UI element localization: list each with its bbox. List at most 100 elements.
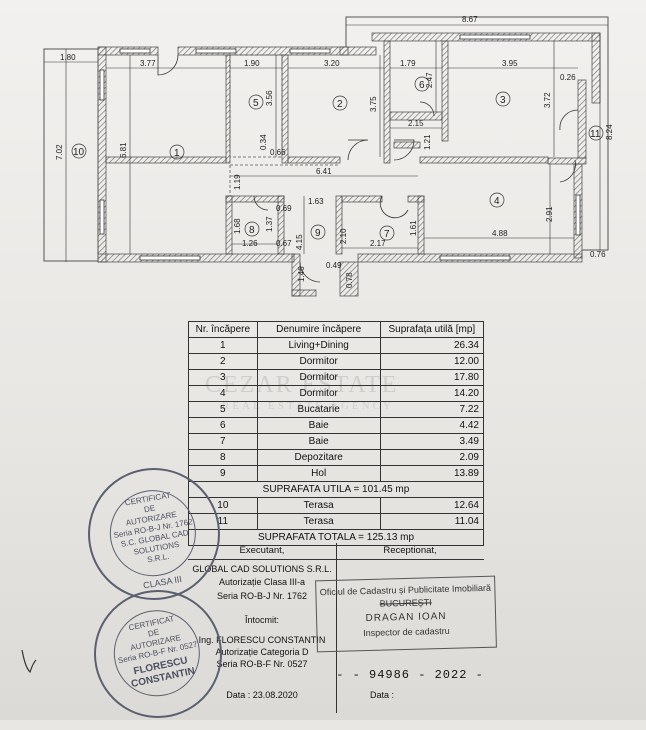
header-area: Suprafața utilă [mp] <box>379 321 485 338</box>
doors <box>157 54 579 283</box>
dim-terrace-width: 1.80 <box>60 53 76 62</box>
total-useful-area: SUPRAFATA UTILA = 101.45 mp <box>188 481 484 498</box>
dimension-labels: 8.67 1.80 3.77 1.90 3.20 1.79 3.95 0.26 … <box>55 15 614 288</box>
windows <box>99 34 581 261</box>
cell-area: 13.89 <box>379 465 485 482</box>
dim-069: 0.69 <box>276 204 292 213</box>
engineer-name: Ing. FLORESCU CONSTANTIN <box>198 635 326 645</box>
dim-168: 1.68 <box>233 218 242 234</box>
cell-name: Living+Dining <box>256 337 381 354</box>
cell-name: Baie <box>256 433 381 450</box>
room-10-label: 10 <box>73 147 85 158</box>
total-useful-row: SUPRAFATA UTILA = 101.45 mp <box>188 481 484 498</box>
dim-room2-width: 3.20 <box>324 59 340 68</box>
dim-161: 1.61 <box>409 220 418 236</box>
cell-nr: 8 <box>188 449 258 466</box>
room-4-label: 4 <box>494 196 500 207</box>
table-header-row: Nr. încăpere Denumire încăpere Suprafața… <box>188 321 485 338</box>
dim-488: 4.88 <box>492 229 508 238</box>
signature-divider <box>336 543 337 713</box>
cell-area: 17.80 <box>379 369 485 386</box>
header-nr: Nr. încăpere <box>188 321 258 338</box>
dim-room3-height: 3.72 <box>543 92 552 108</box>
cell-name: Dormitor <box>256 353 381 370</box>
dim-room5-height: 3.56 <box>265 90 274 106</box>
header-name: Denumire încăpere <box>256 321 381 338</box>
ocpi-stamp: Oficiul de Cadastru și Publicitate Imobi… <box>315 575 497 653</box>
dim-126: 1.26 <box>242 239 258 248</box>
dim-room3-width: 3.95 <box>502 59 518 68</box>
dim-415: 4.15 <box>295 234 304 250</box>
dim-066: 0.66 <box>270 148 286 157</box>
signature-block: Executant, Receptionat, GLOBAL CAD SOLUT… <box>188 543 484 713</box>
authorization-series-1: Seria RO-B-J Nr. 1762 <box>216 591 308 601</box>
dim-078: 0.78 <box>345 272 354 288</box>
dim-room5-width: 1.90 <box>244 59 260 68</box>
cell-name: Bucatarie <box>256 401 381 418</box>
cell-name: Baie <box>256 417 381 434</box>
cell-nr: 4 <box>188 385 258 402</box>
cell-nr: 7 <box>188 433 258 450</box>
dim-291: 2.91 <box>545 206 554 222</box>
authorization-category: Autorizație Categoria D <box>215 647 309 657</box>
cell-nr: 6 <box>188 417 258 434</box>
ocpi-office: Oficiul de Cadastru și Publicitate Imobi… <box>319 582 492 598</box>
dim-210: 2.10 <box>339 228 348 244</box>
cell-nr: 2 <box>188 353 258 370</box>
cell-name: Depozitare <box>256 449 381 466</box>
receptionat-label: Receptionat, <box>383 545 437 556</box>
cell-name: Terasa <box>256 497 381 514</box>
dim-121: 1.21 <box>423 134 432 150</box>
date-left: Data : 23.08.2020 <box>226 690 298 700</box>
dim-217: 2.17 <box>370 239 386 248</box>
authorization-series-2: Seria RO-B-F Nr. 0527 <box>216 659 308 669</box>
reference-number: - - 94986 - 2022 - <box>336 668 484 682</box>
dim-049: 0.49 <box>326 261 342 270</box>
room-11-label: 11 <box>590 129 601 140</box>
company-name: GLOBAL CAD SOLUTIONS S.R.L. <box>192 564 332 574</box>
room-5-label: 5 <box>253 98 259 109</box>
dimension-lines <box>44 24 608 262</box>
dim-119: 1.19 <box>233 174 242 190</box>
cell-area: 7.22 <box>379 401 485 418</box>
ocpi-inspector-name: DRAGAN IOAN <box>365 610 447 625</box>
cell-area: 12.00 <box>379 353 485 370</box>
cell-area: 2.09 <box>379 449 485 466</box>
dim-067: 0.67 <box>276 239 292 248</box>
room-8-label: 8 <box>249 225 255 236</box>
pen-mark-icon <box>21 649 37 674</box>
dim-room1-height: 6.81 <box>119 142 128 158</box>
cell-name: Hol <box>256 465 381 482</box>
room-numbers <box>71 76 604 241</box>
dim-026: 0.26 <box>560 73 576 82</box>
kitchen-dashed <box>229 54 340 196</box>
authorization-class: Autorizație Clasa III-a <box>218 577 306 587</box>
dim-163: 1.63 <box>308 197 324 206</box>
executant-label: Executant, <box>239 545 285 556</box>
cell-area: 14.20 <box>379 385 485 402</box>
dim-076: 0.76 <box>590 250 606 259</box>
room-7-label: 7 <box>384 229 390 240</box>
ocpi-inspector-role: Inspector de cadastru <box>363 625 450 639</box>
room-number-labels: 1 2 3 4 5 6 7 8 9 10 11 <box>73 80 601 240</box>
cell-area: 3.49 <box>379 433 485 450</box>
dim-room2-height: 3.75 <box>369 96 378 112</box>
room-9-label: 9 <box>315 228 321 239</box>
room-6-label: 6 <box>419 80 425 91</box>
terrace-outline <box>43 16 609 262</box>
cell-name: Terasa <box>256 513 381 530</box>
dim-room1-width: 3.77 <box>140 59 156 68</box>
dim-137: 1.37 <box>265 216 274 232</box>
dim-146: 1.46 <box>297 266 306 282</box>
room-3-label: 3 <box>500 95 506 106</box>
date-right: Data : <box>370 690 395 700</box>
